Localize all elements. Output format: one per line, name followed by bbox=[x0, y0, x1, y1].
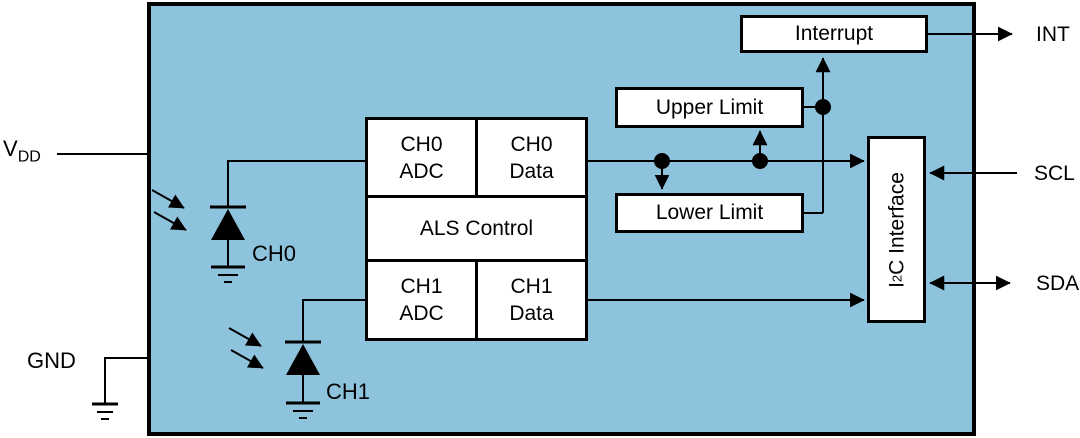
ch0-adc-label-line1: CH0 bbox=[400, 132, 443, 156]
int-pin-label: INT bbox=[1036, 23, 1070, 46]
ch1-adc-label-line2: ADC bbox=[399, 302, 444, 325]
ch0-adc-block: CH0 ADC bbox=[368, 120, 475, 195]
ch0-data-label-line1: CH0 bbox=[510, 132, 553, 156]
gnd-wire bbox=[92, 357, 149, 420]
sda-pin-label: SDA bbox=[1036, 272, 1080, 295]
ch1-data-label-line1: CH1 bbox=[510, 275, 553, 298]
ch1-adc-label-line1: CH1 bbox=[400, 275, 443, 298]
interrupt-label: Interrupt bbox=[794, 22, 874, 45]
i2c-label-post: C Interface bbox=[884, 171, 908, 275]
upper-limit-block: Upper Limit bbox=[615, 87, 804, 128]
scl-pin-label: SCL bbox=[1034, 162, 1075, 185]
interrupt-block: Interrupt bbox=[740, 15, 928, 53]
lower-limit-label: Lower Limit bbox=[655, 201, 764, 224]
upper-limit-label: Upper Limit bbox=[655, 95, 764, 119]
ch0-data-block: CH0 Data bbox=[478, 120, 585, 195]
ch0-adc-label-line2: ADC bbox=[399, 159, 444, 183]
als-core-block: CH0 ADC CH0 Data ALS Control CH1 ADC CH1… bbox=[365, 117, 588, 341]
ch1-data-label-line2: Data bbox=[509, 302, 554, 325]
vdd-label-main: V bbox=[3, 136, 18, 161]
gnd-pin-label: GND bbox=[27, 348, 76, 373]
vdd-pin-label: VDD bbox=[3, 136, 41, 166]
lower-limit-block: Lower Limit bbox=[615, 193, 804, 233]
vdd-label-sub: DD bbox=[17, 148, 41, 166]
ch1-data-block: CH1 Data bbox=[478, 262, 585, 338]
ch1-photodiode-label: CH1 bbox=[326, 379, 371, 404]
ch0-data-label-line2: Data bbox=[509, 159, 554, 183]
als-control-block: ALS Control bbox=[368, 198, 585, 259]
als-control-label: ALS Control bbox=[419, 217, 534, 240]
ch1-adc-block: CH1 ADC bbox=[368, 262, 475, 338]
i2c-label-pre: I bbox=[884, 281, 908, 288]
ch0-photodiode-label: CH0 bbox=[252, 241, 297, 266]
